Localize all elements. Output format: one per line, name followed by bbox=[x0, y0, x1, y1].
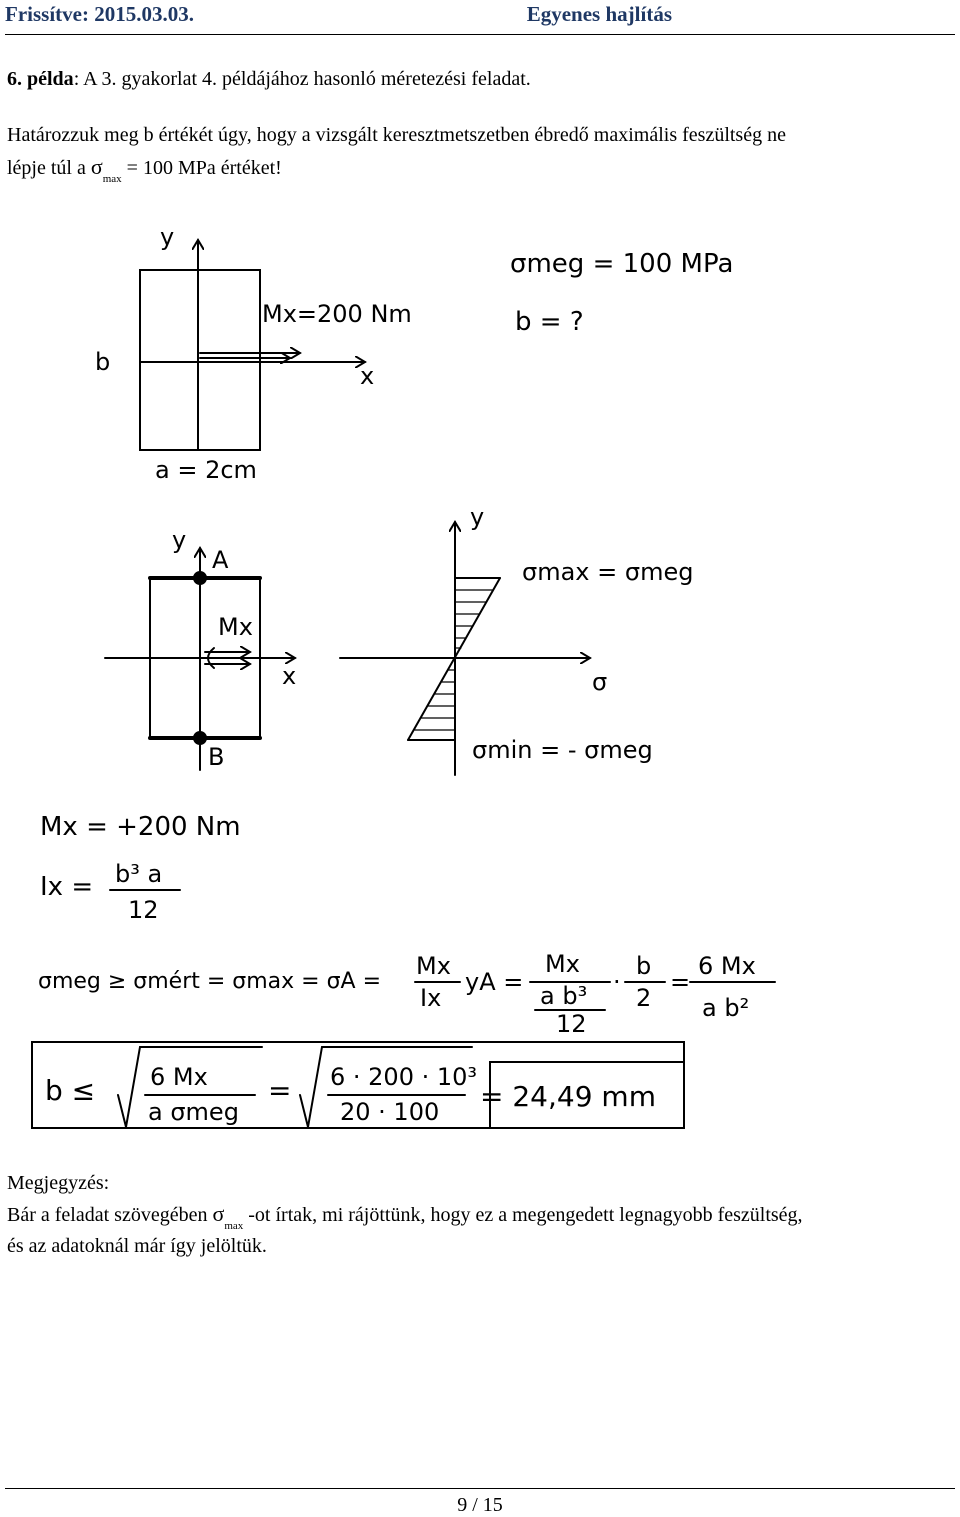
sqrt-symbol-1 bbox=[117, 1046, 263, 1128]
mx-value: Mx = +200 Nm bbox=[40, 812, 241, 842]
sk1-y: y bbox=[160, 223, 174, 251]
note-sigma: σ bbox=[212, 1201, 225, 1226]
sk1-width: a = 2cm bbox=[155, 456, 257, 484]
frac4-den: a b² bbox=[702, 994, 749, 1022]
stress-diagram bbox=[339, 522, 590, 776]
frac3-num: b bbox=[636, 952, 651, 980]
ix-lhs: Ix = bbox=[40, 872, 93, 902]
sk2-Mx: Mx bbox=[218, 613, 253, 641]
sqrt1-num: 6 Mx bbox=[150, 1063, 208, 1091]
note-line-1: Bár a feladat szövegében σmax -ot írtak,… bbox=[7, 1199, 803, 1233]
example-heading: 6. példa: A 3. gyakorlat 4. példájához h… bbox=[7, 64, 531, 94]
task-line-1: Határozzuk meg b értékét úgy, hogy a viz… bbox=[7, 124, 786, 146]
note-title: Megjegyzés: bbox=[7, 1172, 110, 1194]
sigma-meg-given: σmeg = 100 MPa bbox=[510, 249, 733, 279]
b-unknown: b = ? bbox=[515, 307, 584, 337]
sk2-B: B bbox=[208, 743, 224, 771]
header-rule bbox=[5, 34, 955, 35]
frac1-den: Ix bbox=[420, 984, 441, 1012]
sigma-value: = 100 MPa bbox=[126, 157, 216, 179]
sigma-min-label: σmin = - σmeg bbox=[472, 736, 653, 764]
chapter-title: Egyenes hajlítás bbox=[526, 2, 672, 26]
sk1-b: b bbox=[95, 348, 110, 376]
example-label: 6. példa bbox=[7, 68, 74, 90]
sk2-x: x bbox=[282, 662, 296, 690]
result-value: = 24,49 mm bbox=[480, 1080, 656, 1113]
frac3-den: 2 bbox=[636, 984, 651, 1012]
sigma-max-label: σmax = σmeg bbox=[522, 558, 693, 586]
ix-numerator: b³ a bbox=[115, 860, 162, 888]
ix-denominator: 12 bbox=[128, 896, 159, 924]
sk2-A: A bbox=[212, 546, 229, 574]
sqrt2-num: 6 · 200 · 10³ bbox=[330, 1063, 477, 1091]
frac2-den-bot: 12 bbox=[556, 1010, 587, 1038]
task-line-2: lépje túl a σmax = 100 MPa értéket! bbox=[7, 152, 282, 186]
sqrt2-den: 20 · 100 bbox=[340, 1098, 439, 1126]
sigma-subscript: max bbox=[102, 173, 122, 185]
note-pre: Bár a feladat szövegében bbox=[7, 1204, 208, 1226]
equals: = bbox=[670, 968, 690, 996]
page-number: 9 / 15 bbox=[457, 1494, 503, 1516]
note-line-2: és az adatoknál már így jelöltük. bbox=[7, 1235, 267, 1257]
section-rect-1 bbox=[139, 269, 261, 451]
sk1-x: x bbox=[360, 362, 374, 390]
stress-chain: σmeg ≥ σmért = σmax = σA = bbox=[38, 969, 381, 994]
frac1-num: Mx bbox=[416, 952, 451, 980]
sk1-moment: Mx=200 Nm bbox=[262, 300, 412, 328]
point-A-dot bbox=[193, 571, 207, 585]
sqrt1-den: a σmeg bbox=[148, 1098, 239, 1126]
footer-rule bbox=[5, 1488, 955, 1489]
b-leq: b ≤ bbox=[45, 1074, 95, 1107]
page-header: Frissítve: 2015.03.03. Egyenes hajlítás bbox=[0, 0, 960, 40]
sigma-symbol: σ bbox=[90, 154, 103, 179]
note-post: -ot írtak, mi rájöttünk, hogy ez a megen… bbox=[248, 1204, 803, 1226]
stress-y-label: y bbox=[470, 503, 484, 531]
ya-label: yA = bbox=[465, 968, 523, 996]
updated-date: Frissítve: 2015.03.03. bbox=[5, 2, 194, 26]
example-desc: : A 3. gyakorlat 4. példájához hasonló m… bbox=[73, 68, 531, 90]
equals-2: = bbox=[268, 1074, 291, 1107]
cross-section-sketch-1 bbox=[139, 240, 365, 451]
frac4-num: 6 Mx bbox=[698, 952, 756, 980]
task-post: értéket! bbox=[220, 157, 282, 179]
frac2-num: Mx bbox=[545, 950, 580, 978]
point-B-dot bbox=[193, 731, 207, 745]
times-dot: · bbox=[613, 968, 621, 996]
task-pre: lépje túl a bbox=[7, 157, 86, 179]
note-sub: max bbox=[224, 1220, 244, 1232]
sqrt-symbol-2 bbox=[299, 1046, 473, 1128]
sk2-y: y bbox=[172, 526, 186, 554]
stress-line bbox=[407, 577, 501, 741]
frac2-den-top: a b³ bbox=[540, 982, 587, 1010]
stress-sigma-label: σ bbox=[592, 668, 607, 696]
